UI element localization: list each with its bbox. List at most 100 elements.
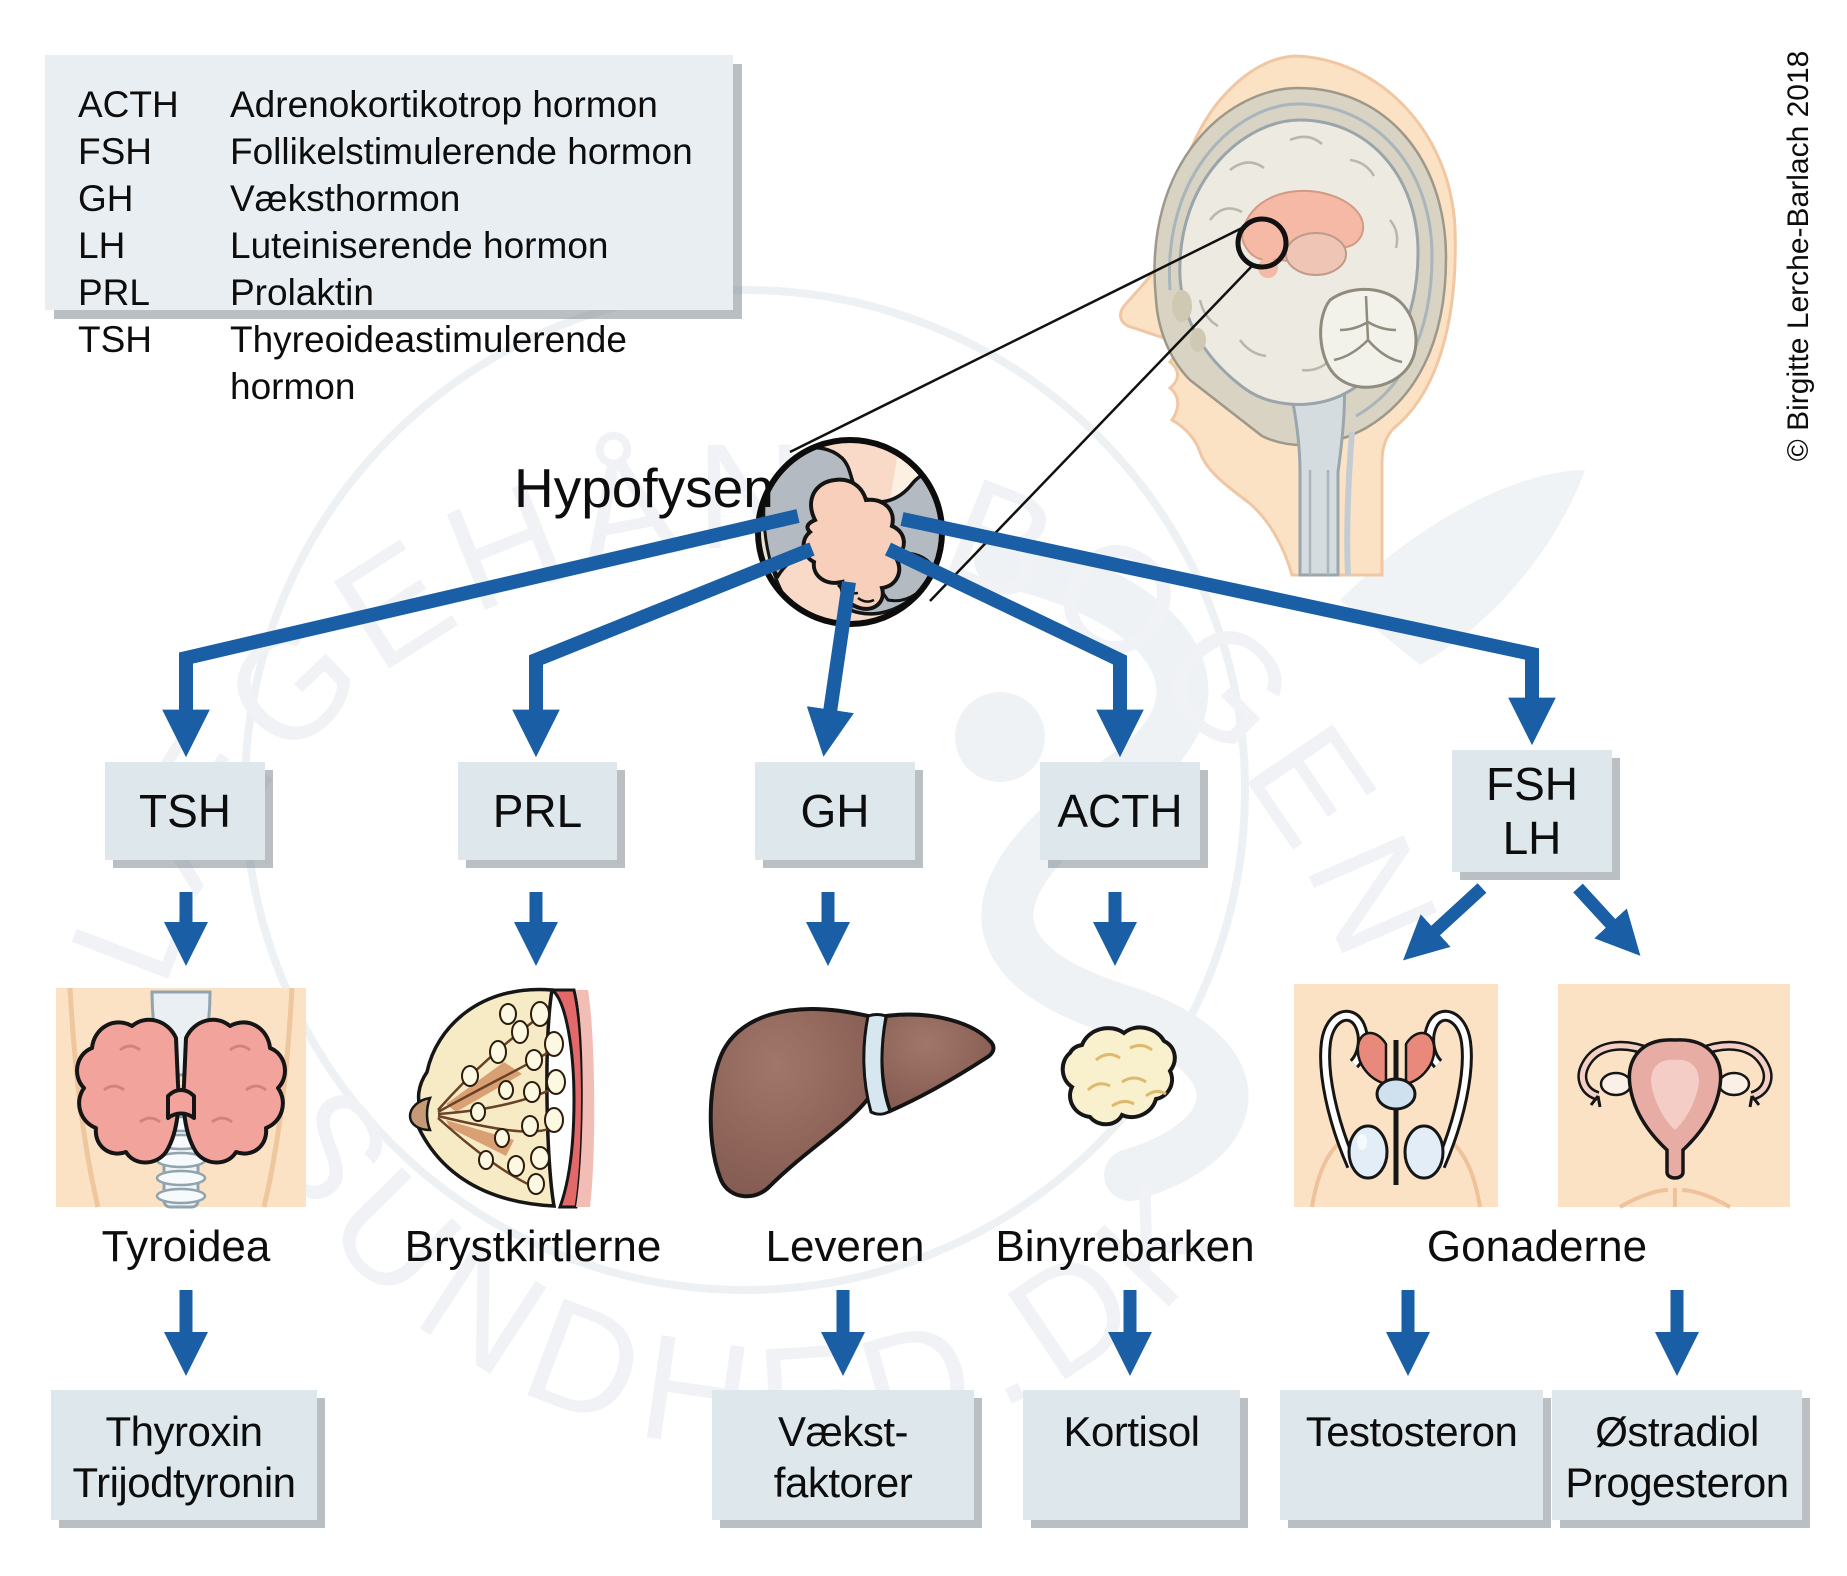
vaekst-line1: Vækst- (777, 1408, 909, 1455)
thyroid-texture (103, 1044, 267, 1124)
organ-label-binyrebarken: Binyrebarken (995, 1222, 1255, 1271)
skin-creases (1618, 1188, 1732, 1209)
female-reproductive-illustration (1558, 984, 1790, 1209)
hormone-box-tsh-label: TSH (139, 784, 231, 837)
product-box-thyroxin: Thyroxin Trijodtyronin (51, 1390, 317, 1520)
watermark-caduceus-wing (1340, 470, 1585, 665)
hormone-box-fsh-lh: FSH LH (1452, 750, 1612, 872)
organ-label-leveren: Leveren (765, 1222, 925, 1271)
arrow-hypofysen-to-gh (806, 580, 856, 757)
lh-line: LH (1502, 812, 1562, 864)
sinus-bone-2 (1190, 328, 1206, 352)
organ-label-brystkirtlerne: Brystkirtlerne (404, 1222, 662, 1271)
hormone-box-prl-label: PRL (492, 784, 583, 837)
hormone-to-organ-arrows (163, 883, 1641, 966)
fallopian-tubes (1577, 1040, 1773, 1108)
falciform-ligament (862, 1013, 892, 1116)
legend-name: Follikelstimulerende hormon (230, 131, 693, 172)
adrenal-illustration (1060, 1025, 1177, 1127)
arrow-hypofysen-to-prl (512, 542, 815, 758)
zoom-line-lower (929, 265, 1253, 602)
hormone-box-prl: PRL (458, 762, 617, 860)
ovary-right (1717, 1071, 1751, 1097)
legend-name: Væksthormon (230, 178, 461, 219)
uterine-cavity (1651, 1059, 1699, 1130)
breast-fat-wedges (446, 1062, 522, 1156)
watermark-dot (955, 692, 1045, 782)
neck-lines (1308, 470, 1330, 575)
legend-row: TSH Thyreoideastimulerende hormon (78, 316, 733, 410)
head-illustration (1119, 54, 1457, 577)
pituitary-marker-circle (1235, 216, 1289, 270)
pituitary-title: Hypofysen (514, 457, 774, 519)
legend-abbr: FSH (78, 131, 152, 172)
hormone-box-tsh: TSH (105, 762, 265, 860)
legend-name: Luteiniserende hormon (230, 225, 609, 266)
legend-abbr: LH (78, 225, 126, 266)
legend-row: FSH Follikelstimulerende hormon (78, 128, 733, 175)
cerebellum (1319, 287, 1418, 389)
product-box-oestradiol: Østradiol Progesteron (1552, 1390, 1802, 1520)
liver-illustration (708, 1007, 996, 1199)
copyright-notice: © Birgitte Lerche-Barlach 2018 (1782, 50, 1815, 462)
vaekst-line2: faktorer (773, 1459, 913, 1507)
chest-wall (547, 988, 584, 1209)
legend-row: GH Væksthormon (78, 175, 733, 222)
legend-name: Thyreoideastimulerende hormon (230, 319, 627, 407)
male-reproductive-illustration (1294, 984, 1498, 1208)
thalamus (1285, 232, 1347, 276)
hormone-box-acth-label: ACTH (1057, 784, 1183, 837)
nipple (408, 1096, 432, 1132)
hormone-box-fsh-lh-label: FSH LH (1486, 757, 1578, 866)
arrow-hypofysen-to-fshlh (900, 512, 1556, 746)
breast-illustration (408, 987, 595, 1209)
organ-label-gonaderne: Gonaderne (1426, 1222, 1648, 1271)
organ-label-tyroidea: Tyroidea (101, 1222, 271, 1271)
testis-highlight (1357, 1134, 1367, 1150)
adrenal-gland (1060, 1025, 1177, 1127)
sinus-bone (1172, 290, 1192, 322)
testis-right (1403, 1124, 1445, 1180)
product-box-vaekstfaktorer: Vækst- faktorer (712, 1390, 974, 1520)
legend-name: Adrenokortikotrop hormon (230, 84, 658, 125)
oestradiol-line1: Østradiol (1595, 1408, 1759, 1455)
legend-abbr: GH (78, 178, 134, 219)
legend-abbr: PRL (78, 272, 150, 313)
arrow-fshlh-to-female-gonad (1573, 883, 1641, 956)
legend-row: PRL Prolaktin (78, 269, 733, 316)
arrow-hypofysen-to-acth (884, 542, 1144, 758)
legend-name: Prolaktin (230, 272, 374, 313)
thyroxin-line2: Trijodtyronin (72, 1459, 296, 1507)
legend-row: ACTH Adrenokortikotrop hormon (78, 81, 733, 128)
hormone-box-gh-label: GH (800, 784, 870, 837)
zoom-line-upper (789, 226, 1243, 454)
pituitary-zoom-circle (755, 437, 945, 627)
breast-lobules (461, 1001, 566, 1195)
legend-abbr: TSH (78, 319, 152, 360)
chest-wall-inner (576, 990, 595, 1207)
kortisol-line: Kortisol (1063, 1408, 1200, 1455)
hypofysen-arrows (162, 509, 1556, 758)
liver-right-lobe (879, 1012, 996, 1114)
spine-line (1344, 431, 1355, 576)
adrenal-texture (1086, 1043, 1167, 1108)
hormone-box-gh: GH (755, 762, 915, 860)
thyroxin-line1: Thyroxin (105, 1408, 263, 1455)
testosteron-line: Testosteron (1305, 1408, 1518, 1455)
ovary-left (1599, 1071, 1633, 1097)
liver-left-lobe (708, 1007, 877, 1199)
thyroid-gland (75, 1017, 287, 1165)
seminal-vesicles (1356, 1031, 1436, 1086)
legend-box: ACTH Adrenokortikotrop hormon FSH Follik… (45, 55, 733, 407)
oestradiol-line2: Progesteron (1565, 1459, 1789, 1507)
prostate (1375, 1077, 1417, 1111)
fsh-line: FSH (1486, 757, 1578, 810)
product-box-kortisol: Kortisol (1023, 1390, 1240, 1520)
watermark-caduceus-snake (974, 534, 1249, 1201)
testis-left (1347, 1124, 1389, 1180)
legend-row: LH Luteiniserende hormon (78, 222, 733, 269)
legend-abbr: ACTH (78, 84, 179, 125)
arrow-hypofysen-to-tsh (162, 509, 800, 758)
